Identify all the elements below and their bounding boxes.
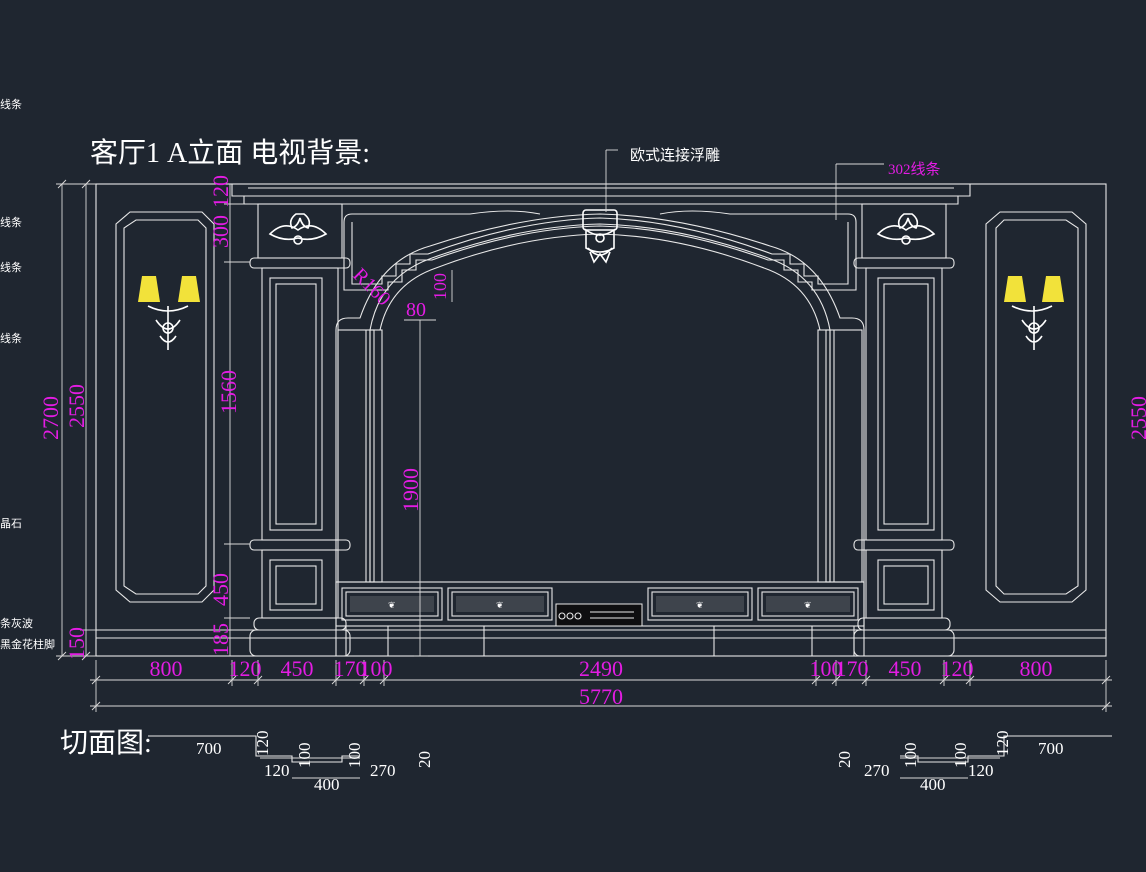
dim-bottom: 450 (281, 656, 314, 681)
drawing-title: 客厅1 A立面 电视背景: (90, 137, 370, 169)
section-right (900, 735, 1112, 779)
section-dim: 400 (314, 775, 340, 794)
section-left (148, 735, 360, 779)
svg-text:❦: ❦ (388, 601, 396, 611)
svg-text:❦: ❦ (496, 601, 504, 611)
dim-bottom: 120 (229, 656, 262, 681)
arch-frame (335, 210, 865, 656)
cut-label: 线条 (0, 260, 22, 274)
section-dim: 20 (415, 751, 434, 768)
dim-floor: 150 (64, 627, 89, 660)
cut-label: 条灰波 (0, 616, 33, 630)
section-title: 切面图: (60, 728, 152, 759)
dim-bottom: 170 (836, 656, 869, 681)
dim-bottom: 170 (334, 656, 367, 681)
callout-molding: 302线条 (835, 161, 941, 220)
right-column (853, 203, 955, 657)
dim-col-top-a: 120 (208, 175, 233, 208)
dim-col-top-b: 300 (208, 215, 233, 248)
section-dim: 270 (370, 761, 396, 780)
section-dim: 120 (264, 761, 290, 780)
svg-text:❦: ❦ (696, 601, 704, 611)
callout-carving-label: 欧式连接浮雕 (630, 147, 720, 164)
cut-label: 线条 (0, 97, 22, 111)
cut-label: 晶石 (0, 517, 22, 530)
right-capital-ornament (876, 213, 936, 245)
right-wall-lamp (1004, 276, 1064, 350)
right-side-panel (985, 211, 1087, 603)
callout-carving: 欧式连接浮雕 (605, 147, 720, 212)
dim-bottom: 100 (810, 656, 843, 681)
dim-col-mid: 1560 (216, 370, 241, 414)
dim-arch-step: 80 (406, 299, 426, 321)
section-dim: 120 (993, 731, 1012, 757)
section-dim: 700 (1038, 739, 1064, 758)
section-dim: 20 (835, 751, 854, 768)
left-wall-lamp (138, 276, 200, 350)
dim-bottom: 2490 (579, 656, 623, 681)
left-dimensions (56, 179, 250, 661)
section-dim: 120 (968, 761, 994, 780)
bottom-dimensions (90, 660, 1112, 712)
callout-molding-label: 302线条 (888, 161, 941, 178)
left-dimension-texts: 2700 2550 150 120 300 1560 450 185 (38, 175, 241, 660)
section-left-texts: 700 120 120 100 100 270 20 400 (196, 731, 434, 795)
inner-dimension-texts: R160 80 100 1900 2550 (348, 264, 1146, 512)
dim-bottom: 800 (150, 656, 183, 681)
section-dim: 100 (345, 743, 364, 769)
cut-label: 黑金花柱脚 (0, 637, 55, 651)
dim-arch-step-v: 100 (430, 273, 450, 300)
dim-opening-h: 1900 (398, 468, 423, 512)
section-dim: 400 (920, 775, 946, 794)
bottom-dimension-texts: 800 120 450 170 100 2490 100 170 450 120… (150, 656, 1053, 709)
dim-total: 5770 (579, 684, 623, 709)
section-dim: 100 (951, 743, 970, 769)
dim-bottom: 450 (889, 656, 922, 681)
dim-left-inner: 2550 (64, 384, 89, 428)
left-capital-ornament (268, 213, 328, 245)
dim-left-outer: 2700 (38, 396, 63, 440)
dim-col-plinth: 185 (208, 623, 233, 656)
top-cornice (231, 184, 971, 205)
left-column (249, 203, 351, 657)
section-dim: 700 (196, 739, 222, 758)
cut-label: 线条 (0, 331, 22, 345)
left-cut-labels: 线条 线条 线条 线条 晶石 条灰波 黑金花柱脚 (0, 97, 55, 651)
wall-outline (95, 183, 1107, 657)
cabinet-pattern: ❦ ❦ ❦ ❦ (350, 596, 850, 612)
section-dim: 270 (864, 761, 890, 780)
section-dim: 100 (901, 743, 920, 769)
dim-bottom: 120 (941, 656, 974, 681)
dim-bottom: 100 (360, 656, 393, 681)
section-dim: 120 (253, 731, 272, 757)
dim-right-cut: 2550 (1126, 396, 1146, 440)
dim-bottom: 800 (1020, 656, 1053, 681)
section-right-texts: 700 120 20 270 100 100 120 400 (835, 731, 1064, 795)
dim-col-base: 450 (208, 573, 233, 606)
tv-cabinet (335, 581, 865, 656)
center-carving (582, 209, 618, 264)
left-side-panel (115, 211, 215, 603)
svg-text:❦: ❦ (804, 601, 812, 611)
section-dim: 100 (295, 743, 314, 769)
inner-dimensions (404, 270, 453, 657)
cut-label: 线条 (0, 215, 22, 229)
